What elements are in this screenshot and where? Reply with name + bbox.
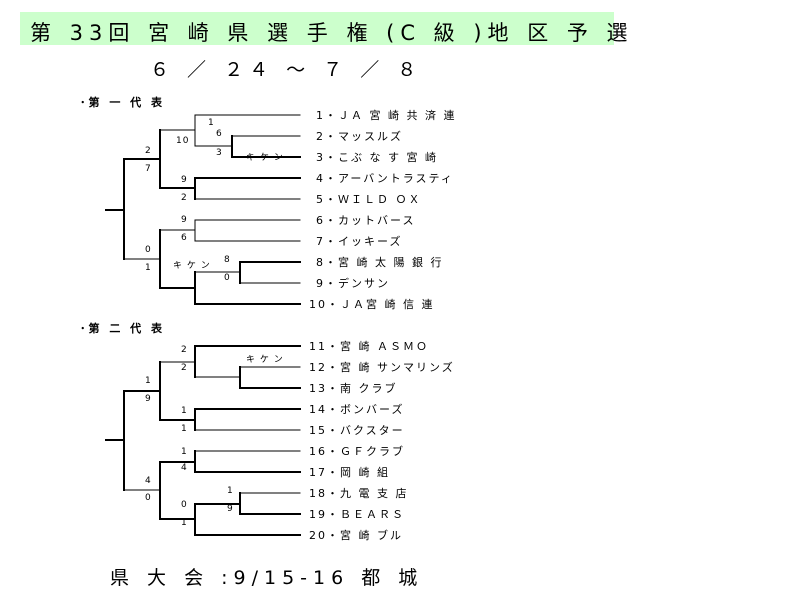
score: 0: [181, 500, 188, 510]
team-7: 7・イッキーズ: [316, 234, 402, 248]
forfeit-note: キ ケ ン: [246, 152, 284, 163]
score: 2: [181, 193, 188, 203]
team-11: 11・宮 崎 ＡＳＭＯ: [309, 339, 429, 353]
section-label-second: ･第 二 代 表: [80, 322, 165, 335]
score: 6: [216, 129, 223, 139]
score: 4: [181, 463, 188, 473]
score: 9: [181, 175, 188, 185]
team-20: 20・宮 崎 ブル: [309, 528, 403, 542]
score: 0: [224, 273, 231, 283]
score: 9: [227, 504, 234, 514]
score: 2: [181, 363, 188, 373]
score: 10: [176, 136, 189, 146]
team-13: 13・南 クラブ: [309, 381, 398, 395]
team-16: 16・ＧＦクラブ: [309, 444, 405, 458]
forfeit-note: キ ケ ン: [173, 260, 211, 271]
score: 1: [181, 424, 188, 434]
team-6: 6・カットバース: [316, 214, 415, 227]
team-3: 3・こぶ な す 宮 崎: [316, 150, 438, 164]
team-12: 12・宮 崎 サンマリンズ: [309, 360, 455, 374]
team-10: 10・ＪＡ宮 崎 信 連: [309, 297, 435, 311]
score: 9: [181, 215, 188, 225]
team-17: 17・岡 崎 組: [309, 465, 390, 479]
team-14: 14・ボンバーズ: [309, 402, 404, 416]
score: 1: [181, 518, 188, 528]
team-15: 15・バクスター: [309, 424, 405, 437]
score: 4: [145, 476, 152, 486]
date-range: ６ ／ ２４ ～ ７ ／ ８: [150, 59, 423, 81]
score: 6: [181, 233, 188, 243]
score: 2: [181, 345, 188, 355]
score: 7: [145, 164, 152, 174]
team-18: 18・九 電 支 店: [309, 486, 409, 500]
team-1: 1・ＪＡ 宮 崎 共 済 連: [316, 108, 456, 122]
score: 1: [145, 376, 152, 386]
score: 2: [145, 146, 152, 156]
score: 1: [145, 263, 152, 273]
score: 8: [224, 255, 231, 265]
score: 1: [227, 486, 234, 496]
forfeit-note: キ ケ ン: [246, 354, 284, 365]
score: 0: [145, 493, 152, 503]
score: 1: [208, 118, 215, 128]
section-label-first: ･第 一 代 表: [80, 96, 165, 109]
score: 1: [181, 447, 188, 457]
score: 3: [216, 148, 223, 158]
score: 0: [145, 245, 152, 255]
team-8: 8・宮 崎 太 陽 銀 行: [316, 255, 443, 269]
team-5: 5・ＷＩＬＤ ＯＸ: [316, 193, 422, 206]
team-2: 2・マッスルズ: [316, 129, 403, 143]
team-4: 4・アーバントラスティ: [316, 172, 454, 185]
team-19: 19・ＢＥＡＲＳ: [309, 508, 405, 521]
page-title: 第 33回 宮 崎 県 選 手 権 (C 級 )地 区 予 選: [30, 21, 634, 45]
team-9: 9・デンサン: [316, 276, 390, 290]
score: 1: [181, 406, 188, 416]
score: 9: [145, 394, 152, 404]
prefectural-tournament-info: 県 大 会 :9/15-16 都 城: [110, 567, 424, 589]
title-banner: [20, 12, 614, 45]
